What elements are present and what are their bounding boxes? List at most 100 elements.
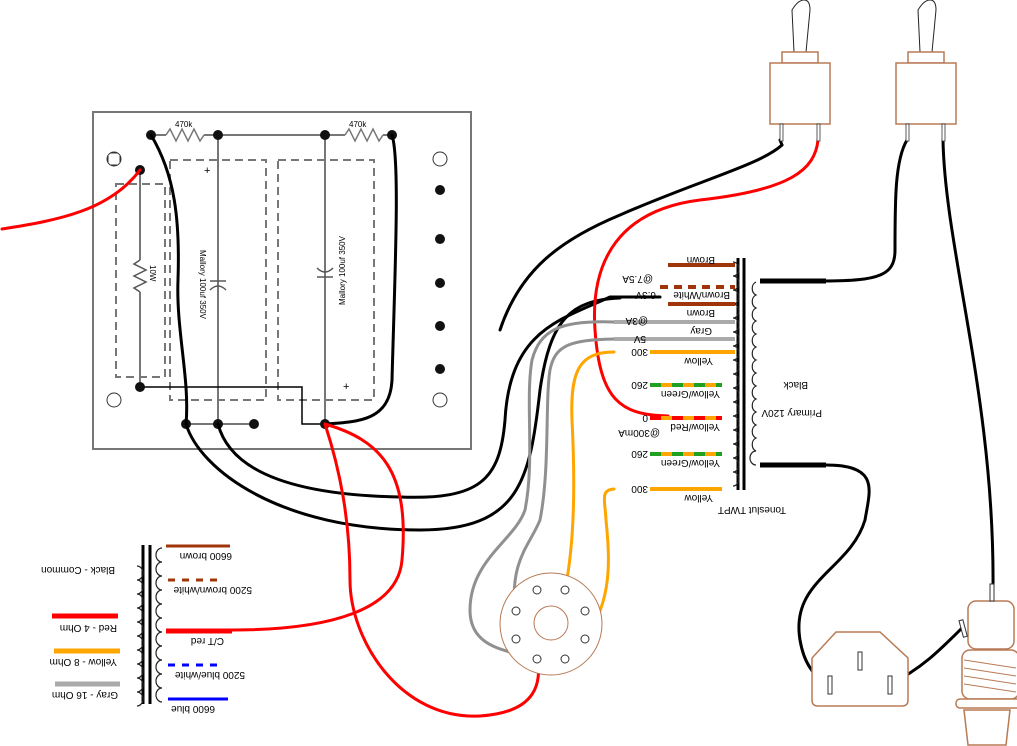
lead-label: Yellow/Green	[661, 457, 720, 468]
board-contents: 470k 470k Mallory 100uf 350V Mallory 100…	[92, 111, 472, 450]
ot-lead-label: 5200 blue/white	[175, 669, 245, 680]
wire-orange	[585, 487, 616, 637]
current-label: @3A	[625, 315, 648, 326]
toggle-body	[895, 62, 957, 125]
polarity-plus: +	[204, 165, 210, 177]
tap-label: 300	[631, 346, 648, 357]
ot-secondary-coil	[136, 565, 144, 707]
wire-black	[797, 463, 871, 686]
lead-label: Yellow	[684, 355, 713, 366]
socket-pin	[560, 654, 570, 664]
toggle-lever[interactable]	[791, 0, 811, 53]
lead-label: Gray	[690, 325, 712, 336]
primary-label: Primary 120V	[761, 407, 822, 418]
resistor-label: 10W	[148, 265, 157, 282]
lead-label: Brown	[687, 307, 715, 318]
ot-lead-label: 6600 blue	[171, 703, 215, 714]
ot-tap-label: Yellow - 8 Ohm	[50, 656, 117, 667]
toggle-lug	[779, 123, 784, 142]
turret	[435, 185, 445, 195]
resistor-470k-left	[165, 127, 205, 143]
polarity-plus: +	[343, 381, 349, 393]
tap-label: 300	[631, 483, 648, 494]
ot-lead-label: 6600 brown	[180, 550, 232, 561]
resistor-label: 470k	[175, 120, 193, 129]
inlet-pin	[887, 675, 893, 695]
socket-pin	[580, 606, 590, 616]
wire-orange	[563, 350, 616, 592]
wire-gray	[468, 320, 616, 662]
pt-labels: Brown Brown/White 6.3V @7.5A Brown Gray …	[618, 254, 822, 515]
iec-power-inlet	[811, 631, 909, 707]
lead-label: Yellow	[684, 492, 713, 503]
toggle-bushing	[781, 51, 819, 64]
cap-right-label: Mallory 100uf 350V	[338, 235, 347, 305]
output-transformer: 6600 brown 5200 brown/white C/T red 5200…	[41, 544, 252, 714]
wire-black	[149, 133, 622, 532]
wire-black	[216, 295, 662, 499]
tube-socket	[499, 572, 603, 676]
toggle-lug	[905, 123, 910, 142]
thread-lines	[963, 659, 1017, 693]
capacitor-left-icon	[209, 285, 227, 291]
resistor-label: 470k	[349, 120, 367, 129]
ot-lead-label: C/T red	[191, 635, 224, 646]
tap-label: 5V	[633, 333, 646, 344]
ot-lead-label: 5200 brown/white	[173, 584, 252, 595]
tap-label: 260	[631, 379, 648, 390]
resistor-10w	[132, 259, 148, 293]
inlet-pin	[857, 651, 863, 671]
wire-black	[323, 133, 398, 426]
socket-pin	[511, 606, 521, 616]
toggle-lug	[816, 123, 821, 142]
cap-left-label: Mallory 100uf 350V	[198, 250, 207, 320]
socket-pin	[511, 634, 521, 644]
mounting-screw-icon	[432, 392, 448, 408]
socket-pin	[532, 654, 542, 664]
toggle-switch-1[interactable]	[769, 0, 831, 142]
socket-keyway	[533, 605, 569, 641]
wire-gray	[512, 337, 616, 612]
wire-black	[822, 138, 909, 283]
wire-red	[323, 422, 541, 718]
primary-coil	[749, 281, 758, 466]
fuse-holder	[955, 583, 1017, 746]
fuse-cap	[967, 600, 1015, 650]
capacitor-right-icon	[316, 267, 334, 273]
tap-label: 0	[642, 412, 648, 423]
socket-body	[499, 572, 603, 676]
toggle-lug	[941, 123, 946, 142]
mounting-screw-icon	[106, 392, 122, 408]
toggle-lever[interactable]	[917, 0, 937, 53]
wire-black	[498, 143, 784, 332]
wires	[0, 133, 995, 718]
turret	[435, 234, 445, 244]
turret	[435, 321, 445, 331]
transformer-name: Toneslut TWPT	[718, 504, 786, 515]
primary-wire-label: Black	[783, 379, 808, 390]
fuse-lug	[989, 583, 995, 602]
current-label: @300mA	[618, 427, 660, 438]
fuse-base	[963, 709, 1011, 746]
secondary-coil	[732, 261, 740, 487]
toggle-switch-2[interactable]	[895, 0, 957, 142]
socket-pin	[560, 585, 570, 595]
wire-red	[592, 138, 820, 418]
wire-black	[941, 138, 995, 592]
fuse-nut	[955, 698, 1017, 709]
power-transformer: Brown Brown/White 6.3V @7.5A Brown Gray …	[614, 254, 826, 515]
mounting-screw-icon	[106, 151, 122, 167]
lead-label: Yellow/Red	[670, 421, 720, 432]
current-label: @7.5A	[622, 273, 653, 284]
lead-label: Brown	[687, 254, 715, 265]
turret	[435, 278, 445, 288]
tap-label: 260	[631, 448, 648, 459]
ot-primary-coil	[155, 547, 163, 703]
resistor-470k-right	[344, 127, 384, 143]
lead-label: Brown/White	[673, 289, 730, 300]
ot-labels: 6600 brown 5200 brown/white C/T red 5200…	[41, 550, 252, 714]
inlet-pin	[827, 675, 833, 695]
ot-tap-label: Gray - 16 Ohm	[52, 689, 118, 700]
ot-tap-label: Red - 4 Ohm	[60, 622, 117, 633]
